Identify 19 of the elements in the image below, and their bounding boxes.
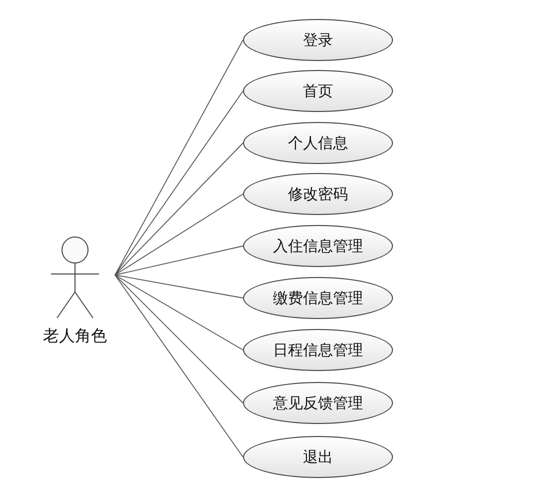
use-case-ellipse: 首页	[243, 70, 393, 112]
association-line	[114, 246, 244, 276]
use-case-ellipse: 修改密码	[243, 173, 393, 215]
use-case-ellipse: 个人信息	[243, 122, 393, 164]
use-case-ellipse: 入住信息管理	[243, 225, 393, 267]
association-line	[114, 142, 244, 276]
association-line	[114, 194, 244, 276]
association-line	[114, 274, 244, 298]
actor-label: 老人角色	[43, 326, 107, 347]
association-line	[114, 274, 244, 458]
use-case-ellipse: 缴费信息管理	[243, 277, 393, 319]
association-line	[114, 274, 244, 350]
use-case-ellipse: 登录	[243, 19, 393, 61]
association-line	[114, 40, 244, 276]
use-case-ellipse: 意见反馈管理	[243, 382, 393, 424]
use-case-ellipse: 退出	[243, 436, 393, 478]
association-line	[114, 274, 244, 404]
association-line	[114, 90, 244, 276]
use-case-ellipse: 日程信息管理	[243, 329, 393, 371]
